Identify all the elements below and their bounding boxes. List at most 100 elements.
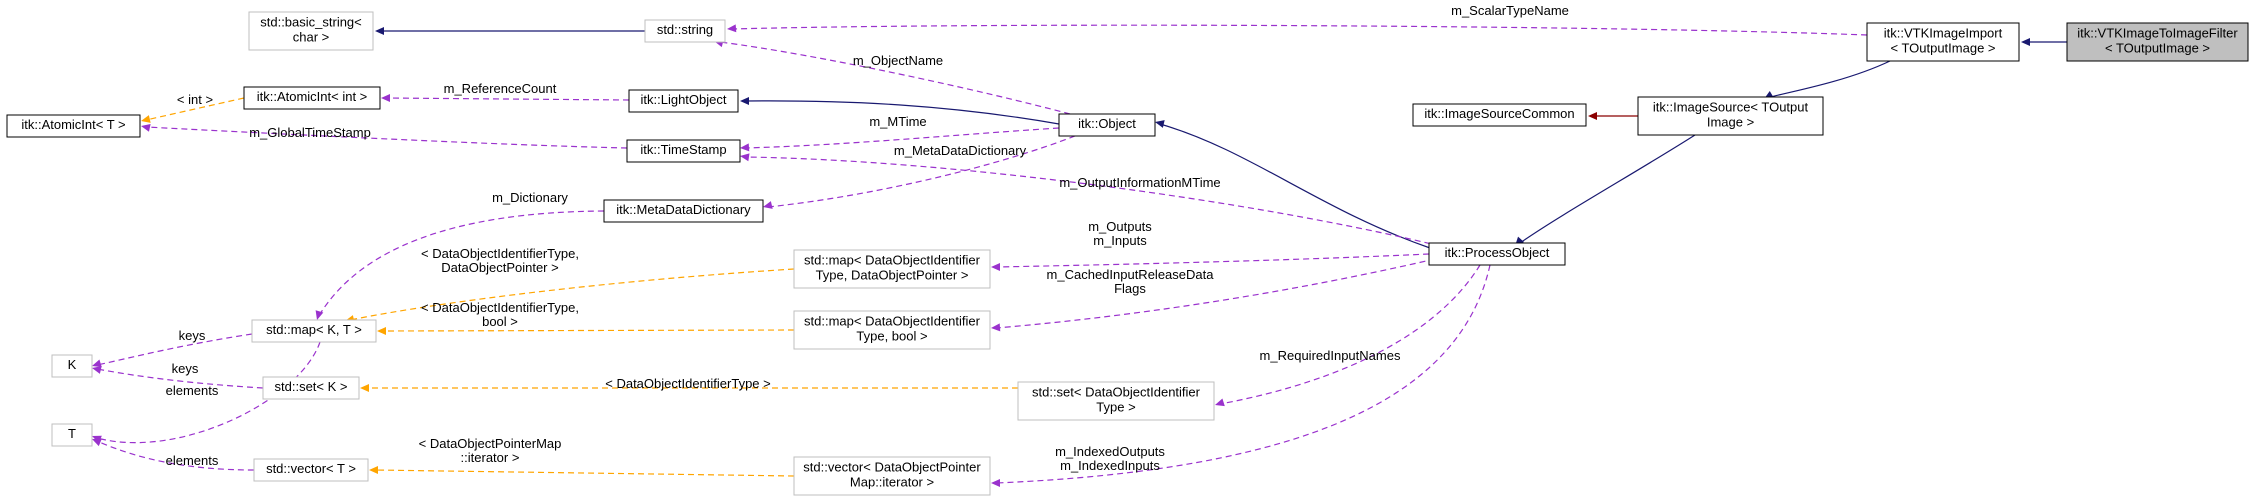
node-atomic-int-t[interactable]: itk::AtomicInt< T >: [6, 114, 141, 138]
edge-label-elements-map: elements: [166, 383, 219, 398]
node-image-source-common[interactable]: itk::ImageSourceCommon: [1412, 103, 1587, 127]
edge-template-25: [381, 329, 795, 332]
edges-layer: [92, 24, 2067, 487]
edge-arrowhead-17: [1215, 398, 1225, 407]
node-box: [1017, 381, 1215, 421]
node-label: std::set< K >: [275, 379, 348, 394]
node-meta-data-dictionary[interactable]: itk::MetaDataDictionary: [603, 199, 764, 223]
node-label: std::basic_string<char >: [260, 15, 362, 45]
edge-member-18: [995, 264, 1491, 484]
node-atomic-int-int[interactable]: itk::AtomicInt< int >: [243, 86, 381, 110]
node-label: itk::MetaDataDictionary: [616, 202, 751, 217]
node-object[interactable]: itk::Object: [1058, 113, 1156, 137]
node-string[interactable]: std::string: [644, 19, 726, 43]
edge-arrowhead-9: [381, 94, 390, 102]
edge-inherit-1: [1769, 60, 1891, 98]
edge-label-keys-map: keys: [179, 328, 206, 343]
node-process-object[interactable]: itk::ProcessObject: [1428, 242, 1566, 266]
edge-label-reference-count: m_ReferenceCount: [444, 81, 557, 96]
node-box: [793, 249, 991, 289]
edge-label-pair-pointer: < DataObjectIdentifierType,DataObjectPoi…: [421, 246, 579, 275]
node-box: [793, 456, 991, 496]
node-vtk-to-image-filter[interactable]: itk::VTKImageToImageFilter< TOutputImage…: [2066, 22, 2249, 62]
node-box: [2066, 22, 2249, 62]
edge-label-output-information-mtime: m_OutputInformationMTime: [1059, 175, 1220, 190]
edge-arrowhead-0: [2021, 38, 2030, 46]
node-box: [262, 376, 360, 400]
node-label: itk::ImageSourceCommon: [1424, 106, 1574, 121]
edge-label-scalar-type-name: m_ScalarTypeName: [1451, 3, 1569, 18]
edge-template-23: [145, 97, 245, 121]
edge-member-8: [719, 41, 1071, 115]
node-box: [251, 319, 377, 343]
node-box: [243, 86, 381, 110]
node-basic-string[interactable]: std::basic_string<char >: [248, 11, 374, 51]
node-vtk-image-import[interactable]: itk::VTKImageImport< TOutputImage >: [1866, 22, 2020, 62]
edge-label-int-param: < int >: [177, 92, 213, 107]
node-time-stamp[interactable]: itk::TimeStamp: [626, 139, 741, 163]
node-label: K: [68, 357, 77, 372]
edge-arrowhead-3: [1588, 112, 1597, 120]
node-box: [603, 199, 764, 223]
edge-label-mtime: m_MTime: [869, 114, 926, 129]
node-label: itk::LightObject: [641, 92, 727, 107]
edge-arrowhead-5: [740, 97, 749, 105]
node-set-k[interactable]: std::set< K >: [262, 376, 360, 400]
node-box: [51, 423, 93, 447]
node-box: [6, 114, 141, 138]
edge-arrowhead-12: [763, 201, 773, 209]
node-label: std::vector< T >: [266, 461, 356, 476]
node-box: [1412, 103, 1587, 127]
edge-member-14: [319, 210, 605, 315]
node-label: itk::Object: [1078, 116, 1136, 131]
edge-inherit-4: [1159, 123, 1431, 249]
node-light-object[interactable]: itk::LightObject: [628, 89, 739, 113]
node-label: itk::AtomicInt< T >: [21, 117, 125, 132]
edge-member-10: [145, 126, 628, 149]
edge-template-27: [373, 469, 795, 477]
node-vector-t[interactable]: std::vector< T >: [253, 458, 369, 482]
edge-inherit-5: [744, 100, 1060, 125]
node-t[interactable]: T: [51, 423, 93, 447]
edge-arrowhead-16: [991, 323, 1001, 332]
node-box: [1058, 113, 1156, 137]
node-k[interactable]: K: [51, 354, 93, 378]
node-label: std::map< K, T >: [266, 322, 362, 337]
edge-arrowhead-23: [141, 115, 151, 123]
edge-label-identifier-type: < DataObjectIdentifierType >: [605, 376, 770, 391]
edge-member-9: [385, 97, 630, 101]
edge-label-pointer-map-iterator: < DataObjectPointerMap::iterator >: [419, 436, 562, 465]
edge-label-required-input-names: m_RequiredInputNames: [1260, 348, 1401, 363]
edge-arrowhead-27: [369, 466, 378, 474]
node-box: [628, 89, 739, 113]
node-box: [248, 11, 374, 51]
edge-label-dictionary: m_Dictionary: [492, 190, 568, 205]
edge-arrowhead-6: [375, 27, 384, 35]
edge-arrowhead-10: [141, 123, 151, 132]
node-map-kt[interactable]: std::map< K, T >: [251, 319, 377, 343]
node-box: [644, 19, 726, 43]
node-box: [1428, 242, 1566, 266]
edge-member-7: [731, 24, 1868, 36]
edge-arrowhead-25: [377, 327, 386, 335]
node-box: [253, 458, 369, 482]
edge-label-meta-data-dictionary: m_MetaDataDictionary: [894, 143, 1027, 158]
edge-arrowhead-13: [740, 153, 750, 162]
node-label: itk::VTKImageImport< TOutputImage >: [1884, 26, 2003, 56]
edge-label-object-name: m_ObjectName: [853, 53, 943, 68]
node-label: std::string: [657, 22, 713, 37]
edge-arrowhead-18: [991, 479, 1000, 487]
